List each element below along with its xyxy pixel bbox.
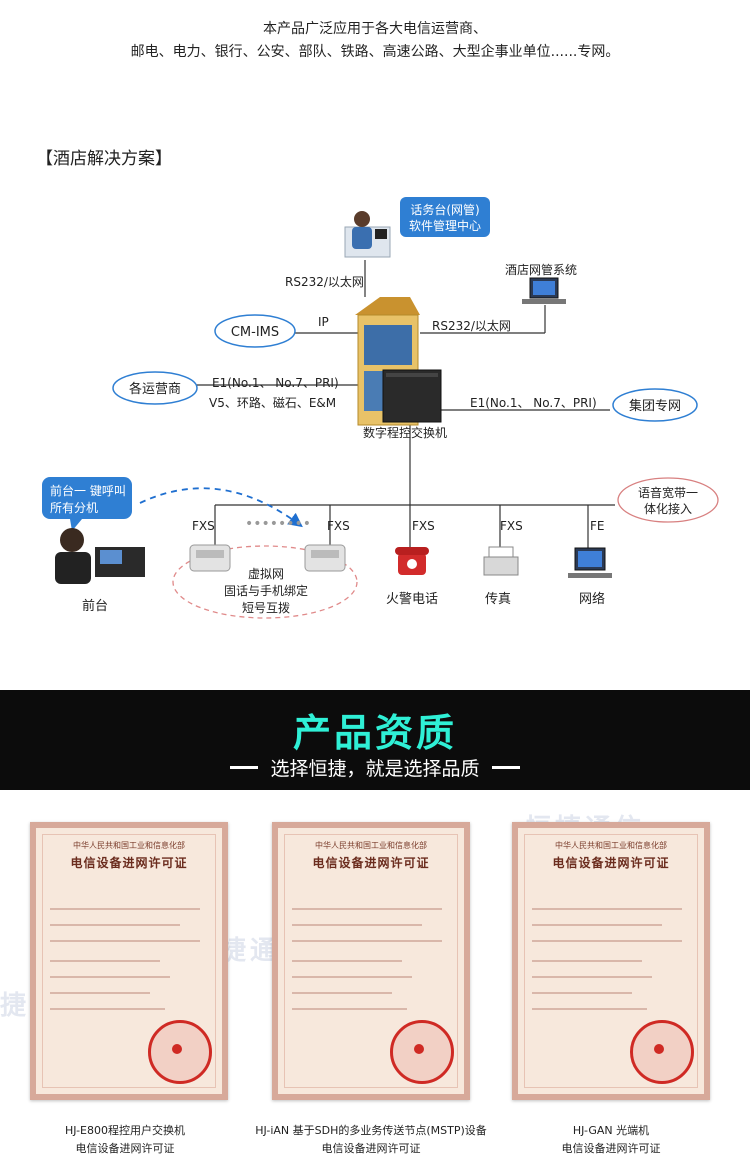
certificate-3: 中华人民共和国工业和信息化部 电信设备进网许可证: [512, 822, 710, 1100]
console-label-2: 软件管理中心: [409, 218, 481, 233]
cert-ministry: 中华人民共和国工业和信息化部: [73, 841, 185, 850]
divider-right: [491, 766, 520, 769]
operators-cloud: 各运营商: [112, 371, 198, 405]
front-desk-bubble: 前台一 键呼叫 所有分机: [42, 477, 132, 531]
dots-ellipsis: ••••••••: [245, 516, 311, 532]
intro-line-2: 邮电、电力、银行、公安、部队、铁路、高速公路、大型企事业单位......专网。: [130, 44, 620, 60]
certificate-2-caption: HJ-iAN 基于SDH的多业务传送节点(MSTP)设备 电信设备进网许可证: [246, 1122, 496, 1158]
cert-title: 电信设备进网许可证: [70, 856, 188, 870]
fire-phone-icon: [395, 547, 429, 575]
fxs-label-3: FXS: [412, 519, 435, 533]
fxs-label-4: FXS: [500, 519, 523, 533]
cm-ims-cloud: CM-IMS: [214, 314, 296, 348]
fax-icon: [483, 546, 519, 576]
banner-subtitle-row: 选择恒捷，就是选择品质: [0, 754, 750, 781]
operators-label: 各运营商: [129, 381, 181, 397]
desk-phone-icon-1: [189, 544, 231, 572]
voice-broadband-2: 体化接入: [644, 501, 692, 516]
fax-label: 传真: [485, 592, 511, 607]
banner-title: 产品资质: [292, 711, 457, 755]
virtual-net-1: 虚拟网: [248, 567, 284, 581]
cert-caption-1: HJ-E800程控用户交换机: [64, 1124, 186, 1137]
cert-seal: [390, 1020, 454, 1084]
virtual-net-3: 短号互拨: [242, 601, 290, 615]
cert-caption-1: HJ-GAN 光端机: [572, 1124, 650, 1137]
cert-caption-2: 电信设备进网许可证: [321, 1142, 421, 1155]
voice-broadband-1: 语音宽带一: [638, 485, 698, 500]
group-network-cloud: 集团专网: [612, 388, 698, 422]
fe-label: FE: [590, 519, 604, 533]
cert-caption-2: 电信设备进网许可证: [561, 1142, 661, 1155]
hotel-system-label: 酒店网管系统: [505, 262, 577, 277]
virtual-net-2: 固话与手机绑定: [224, 583, 308, 598]
fxs-label-1: FXS: [192, 519, 215, 533]
intro-line-1: 本产品广泛应用于各大电信运营商、: [263, 21, 487, 37]
desk-phone-icon-2: [304, 544, 346, 572]
group-network-label: 集团专网: [629, 398, 681, 414]
front-desk-bubble-1: 前台一 键呼叫: [50, 483, 126, 498]
voice-broadband-cloud: 语音宽带一 体化接入: [617, 477, 719, 523]
computer-icon: [522, 277, 566, 304]
certificate-1: 中华人民共和国工业和信息化部 电信设备进网许可证: [30, 822, 228, 1100]
e1-left-line2: V5、环路、磁石、E&M: [209, 395, 336, 410]
cert-ministry: 中华人民共和国工业和信息化部: [555, 841, 667, 850]
cert-title: 电信设备进网许可证: [552, 856, 670, 870]
cert-ministry: 中华人民共和国工业和信息化部: [315, 841, 427, 850]
certificate-2: 中华人民共和国工业和信息化部 电信设备进网许可证: [272, 822, 470, 1100]
rs232-top-label: RS232/以太网: [285, 274, 364, 289]
operator-console-icon: [344, 211, 391, 258]
operator-console-bubble: 话务台(网管) 软件管理中心: [400, 197, 490, 237]
banner-subtitle: 选择恒捷，就是选择品质: [270, 758, 480, 780]
network-label: 网络: [579, 591, 605, 607]
digital-switch-icon: [382, 369, 442, 423]
ip-label: IP: [318, 315, 329, 329]
front-desk-bubble-2: 所有分机: [50, 501, 98, 515]
fxs-label-2: FXS: [327, 519, 350, 533]
cert-title: 电信设备进网许可证: [312, 856, 430, 870]
switch-label: 数字程控交换机: [363, 425, 447, 440]
cert-caption-1: HJ-iAN 基于SDH的多业务传送节点(MSTP)设备: [255, 1124, 487, 1137]
cm-ims-label: CM-IMS: [231, 325, 279, 340]
e1-right-label: E1(No.1、 No.7、PRI): [470, 396, 597, 410]
certificate-3-caption: HJ-GAN 光端机 电信设备进网许可证: [486, 1122, 736, 1158]
console-label-1: 话务台(网管): [410, 202, 479, 217]
network-computer-icon: [568, 547, 612, 578]
hotel-solution-diagram: 话务台(网管) 软件管理中心 RS232/以太网 酒店网管系统 CM-IMS I…: [42, 197, 719, 619]
qualification-banner: 产品资质 选择恒捷，就是选择品质: [0, 690, 750, 790]
front-desk-person-icon: [55, 528, 145, 584]
cert-caption-2: 电信设备进网许可证: [75, 1142, 175, 1155]
fire-phone-label: 火警电话: [386, 591, 438, 607]
section-title: 【酒店解决方案】: [36, 149, 172, 169]
front-desk-label: 前台: [82, 598, 108, 614]
cert-seal: [148, 1020, 212, 1084]
certificate-1-caption: HJ-E800程控用户交换机 电信设备进网许可证: [0, 1122, 250, 1158]
e1-left-line1: E1(No.1、 No.7、PRI): [212, 376, 339, 390]
cert-seal: [630, 1020, 694, 1084]
rs232-right-label: RS232/以太网: [432, 318, 511, 333]
call-arrow: [139, 487, 303, 528]
divider-left: [230, 766, 259, 769]
virtual-network-loop: [172, 545, 358, 619]
connection-lines: [190, 260, 615, 550]
